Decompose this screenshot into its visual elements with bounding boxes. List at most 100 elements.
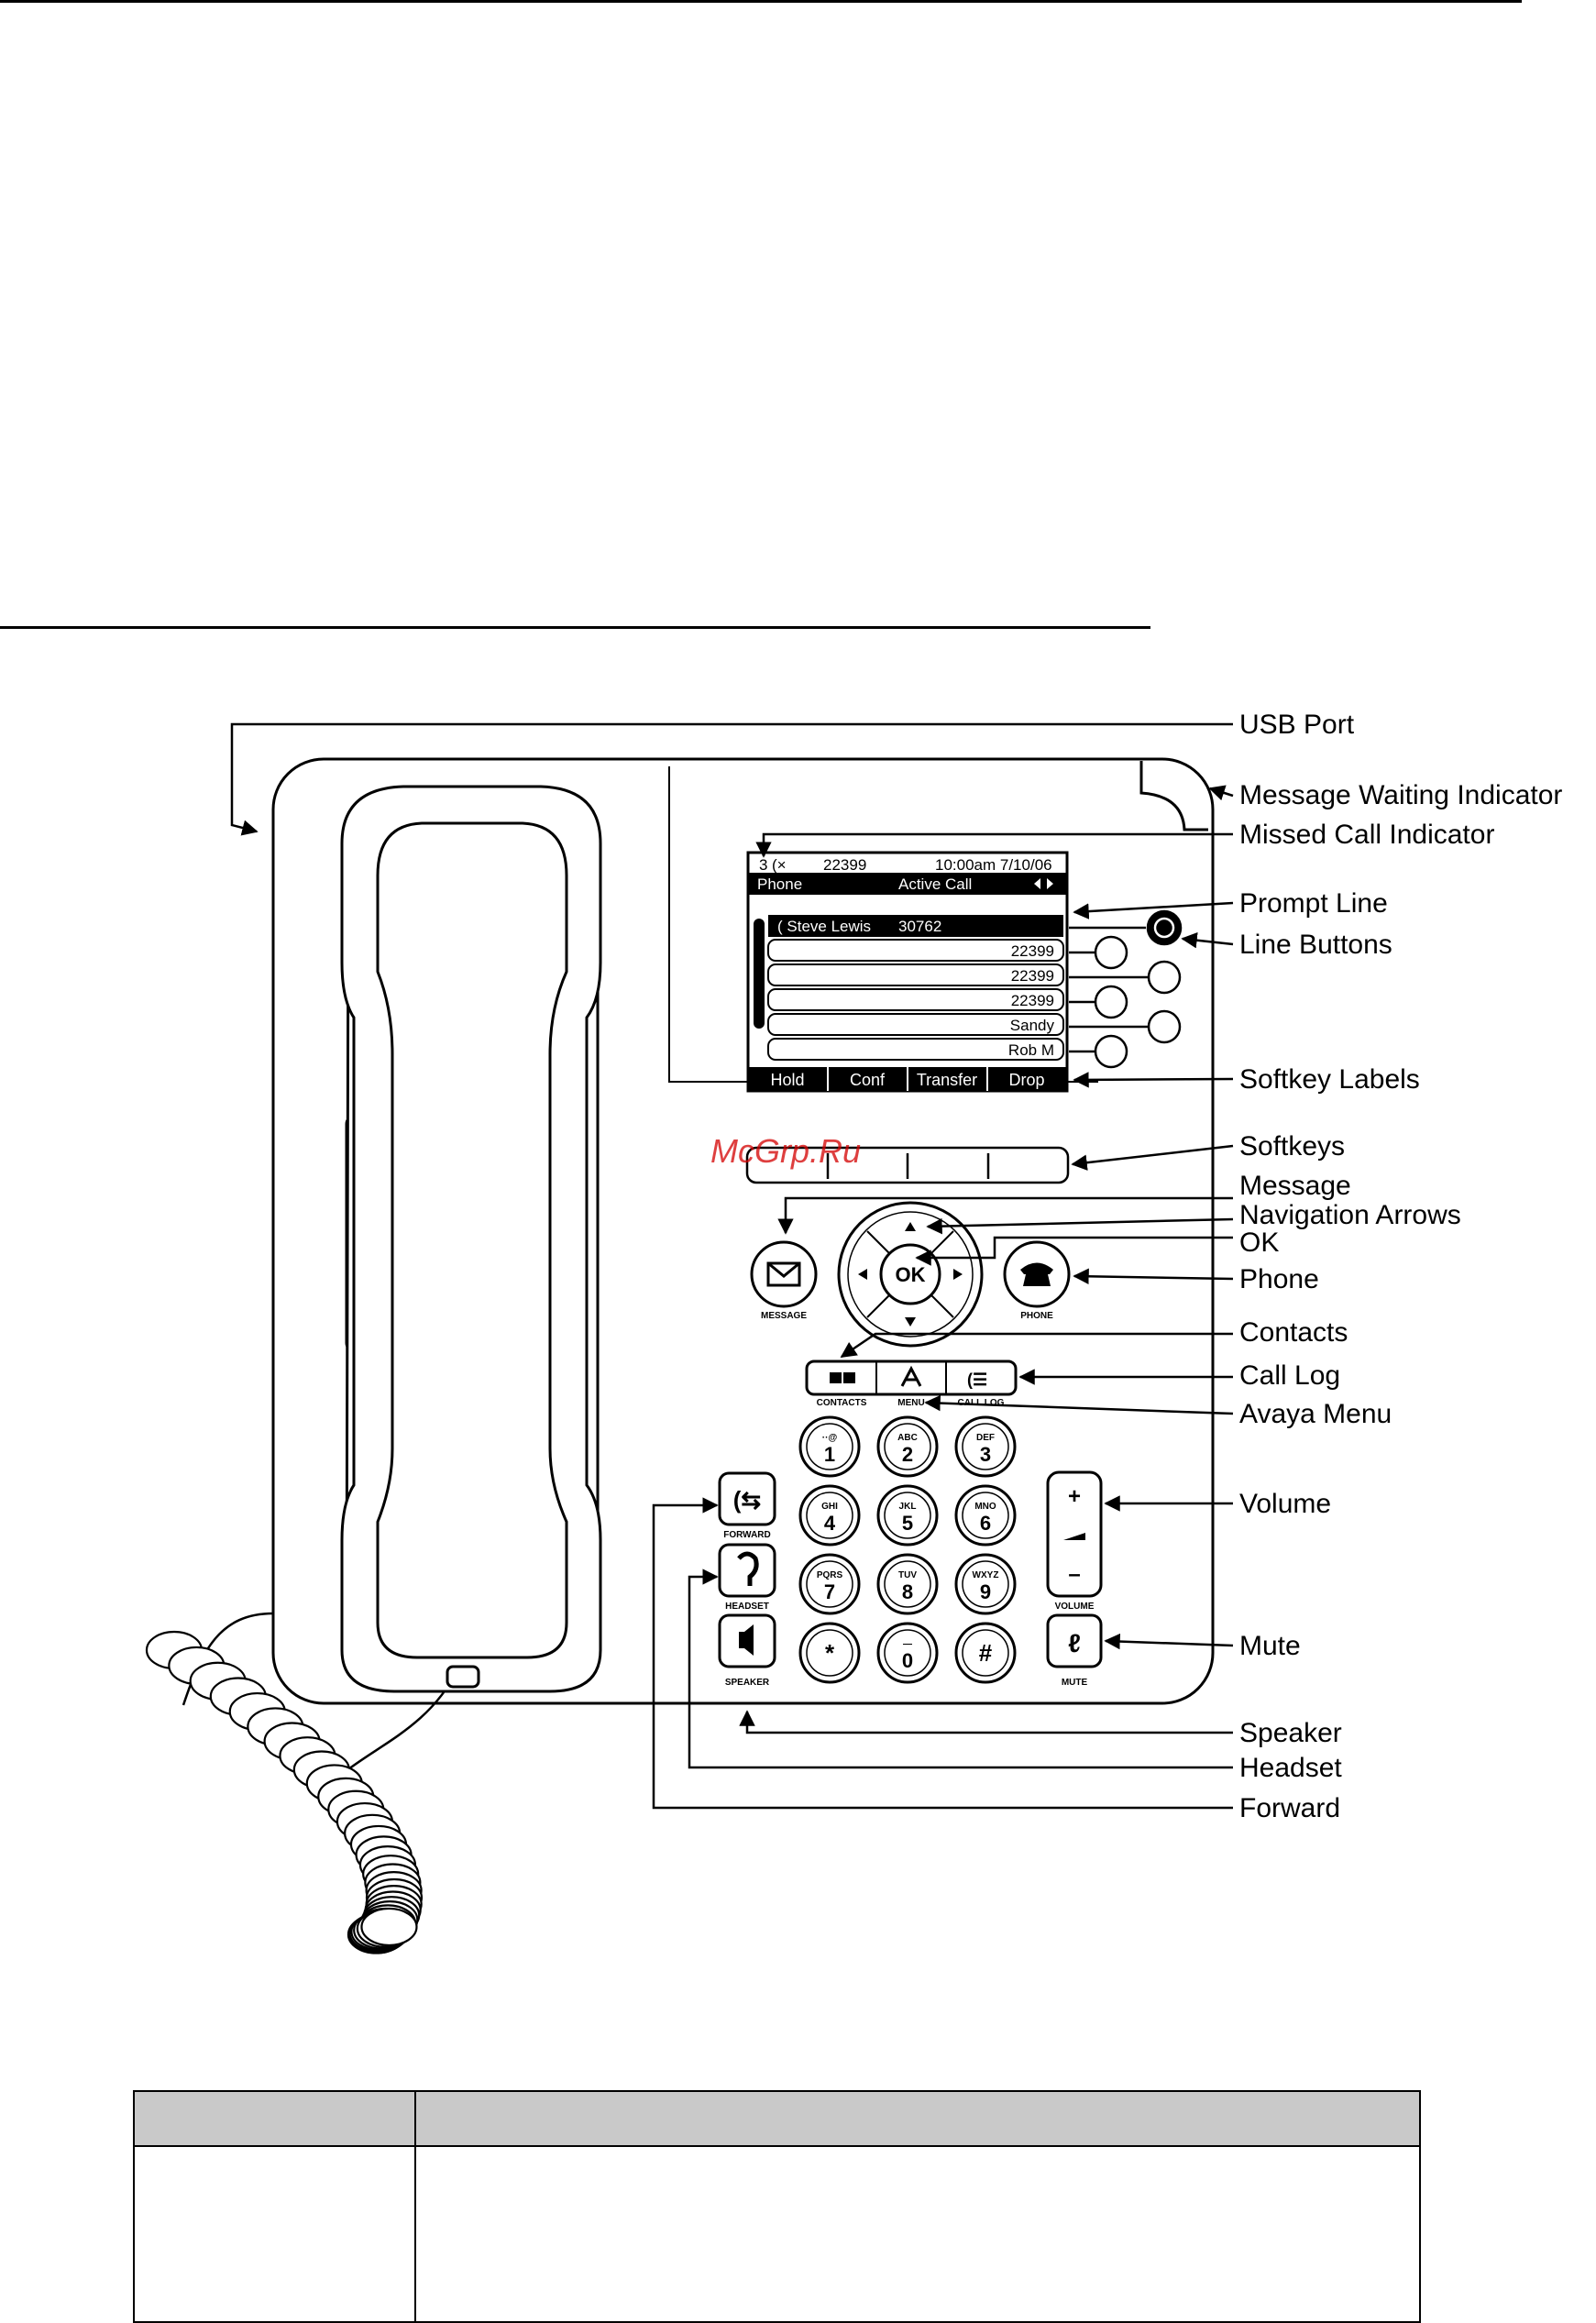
callout-softkeys: Softkeys <box>1239 1131 1345 1162</box>
title-center: Active Call <box>898 875 972 893</box>
line-label: Rob M <box>1008 1041 1054 1059</box>
speaker-icon <box>739 1624 754 1656</box>
table-header-cell <box>414 2090 1421 2147</box>
key-digit: 6 <box>980 1512 991 1535</box>
mute-button[interactable]: ℓ MUTE <box>1046 1613 1103 1688</box>
scrollbar <box>754 919 765 1029</box>
call-appearance-line: Rob M <box>767 1038 1064 1061</box>
headset-button[interactable]: HEADSET <box>718 1543 776 1612</box>
volume-label: VOLUME <box>1055 1602 1095 1612</box>
key-digit: 7 <box>824 1580 835 1603</box>
menu-label: MENU <box>897 1398 924 1408</box>
missed-call-count: 3 <box>759 856 767 874</box>
avaya-menu-icon <box>900 1365 922 1387</box>
line-label: 22399 <box>1011 992 1054 1009</box>
softkey-label: Transfer <box>917 1071 977 1089</box>
callout-contacts: Contacts <box>1239 1317 1348 1348</box>
call-appearance-line: ( Steve Lewis 30762 <box>768 915 1063 937</box>
softkey-label: Conf <box>850 1071 886 1089</box>
nav-down-icon <box>905 1317 916 1327</box>
callout-softkey-labels: Softkey Labels <box>1239 1064 1420 1095</box>
phone-button[interactable]: PHONE <box>1003 1240 1071 1321</box>
speaker-button[interactable]: SPEAKER <box>718 1613 776 1688</box>
message-button[interactable]: MESSAGE <box>750 1240 818 1321</box>
call-appearance-line: Sandy <box>767 1013 1064 1036</box>
phone-label: PHONE <box>1020 1311 1053 1321</box>
phone-diagram: 3 (× 22399 10:00am 7/10/06 Phone Active … <box>145 710 1562 1954</box>
message-label: MESSAGE <box>761 1311 807 1321</box>
callout-volume: Volume <box>1239 1489 1331 1519</box>
table-cell <box>414 2145 1421 2323</box>
description-table <box>133 2090 1421 2323</box>
title-left: Phone <box>757 875 802 893</box>
missed-call-icon: (× <box>772 856 787 874</box>
envelope-icon <box>766 1261 801 1287</box>
key-digit: * <box>825 1639 835 1667</box>
function-buttons[interactable]: (☰ CONTACTS MENU CALL LOG <box>805 1360 1018 1408</box>
keypad-key[interactable]: # <box>954 1622 1017 1684</box>
callout-message: Message <box>1239 1171 1351 1201</box>
callout-message-waiting: Message Waiting Indicator <box>1239 780 1562 810</box>
callout-call-log: Call Log <box>1239 1360 1340 1391</box>
navigation-cluster[interactable]: OK <box>837 1201 984 1348</box>
page-arrows-icon <box>1034 878 1053 889</box>
headset-icon <box>737 1551 759 1586</box>
callout-labels: USB Port Message Waiting Indicator Misse… <box>1239 710 1562 1823</box>
keypad-key[interactable]: ··@1 <box>798 1415 861 1478</box>
status-datetime: 10:00am 7/10/06 <box>935 856 1052 874</box>
callout-speaker: Speaker <box>1239 1718 1342 1748</box>
key-letters: DEF <box>976 1433 995 1443</box>
line-number: 30762 <box>898 918 941 935</box>
callout-prompt-line: Prompt Line <box>1239 888 1388 919</box>
call-log-icon: (☰ <box>967 1371 987 1389</box>
forward-label: FORWARD <box>723 1530 770 1540</box>
volume-down-icon: – <box>1068 1562 1080 1587</box>
key-letters: ··@ <box>822 1433 838 1443</box>
volume-up-icon: + <box>1068 1484 1081 1509</box>
call-log-label: CALL LOG <box>958 1398 1005 1408</box>
softkey-buttons[interactable] <box>745 1146 1070 1184</box>
call-appearance-line: 22399 <box>767 988 1064 1011</box>
volume-rocker[interactable]: + – VOLUME <box>1046 1470 1103 1612</box>
callout-nav-arrows: Navigation Arrows <box>1239 1200 1461 1230</box>
section-rule <box>0 626 1150 629</box>
line-buttons[interactable] <box>1094 909 1183 1069</box>
speaker-label: SPEAKER <box>725 1678 770 1688</box>
keypad-key[interactable]: —0 <box>876 1622 939 1684</box>
nav-right-icon <box>953 1269 963 1280</box>
headset-label: HEADSET <box>725 1602 769 1612</box>
callout-leaders <box>230 722 1234 1810</box>
table-cell <box>133 2145 416 2323</box>
call-appearance-line: 22399 <box>767 939 1064 962</box>
key-digit: 8 <box>902 1580 913 1603</box>
mute-icon: ℓ <box>1068 1629 1081 1657</box>
callout-headset: Headset <box>1239 1753 1342 1783</box>
key-letters: WXYZ <box>973 1570 999 1580</box>
phone-handset-icon <box>1020 1262 1053 1286</box>
keypad[interactable]: ··@1ABC2DEF3GHI4JKL5MNO6PQRS7TUV8WXYZ9*—… <box>798 1415 1017 1684</box>
display: 3 (× 22399 10:00am 7/10/06 Phone Active … <box>746 851 1069 1093</box>
callout-ok: OK <box>1239 1228 1279 1258</box>
key-digit: 0 <box>902 1649 913 1672</box>
key-digit: 4 <box>824 1512 836 1535</box>
forward-button[interactable]: (⇆ FORWARD <box>718 1471 776 1540</box>
mute-label: MUTE <box>1062 1678 1088 1688</box>
keypad-key[interactable]: * <box>798 1622 861 1684</box>
callout-forward: Forward <box>1239 1793 1340 1823</box>
table-header-row <box>133 2090 1421 2147</box>
nav-up-icon <box>905 1222 916 1231</box>
softkey-label: Drop <box>1008 1071 1044 1089</box>
key-letters: GHI <box>821 1502 838 1512</box>
key-letters: PQRS <box>817 1570 843 1580</box>
key-digit: 3 <box>980 1443 991 1466</box>
line-label: ( Steve Lewis <box>777 918 871 935</box>
table-row <box>133 2145 1421 2323</box>
